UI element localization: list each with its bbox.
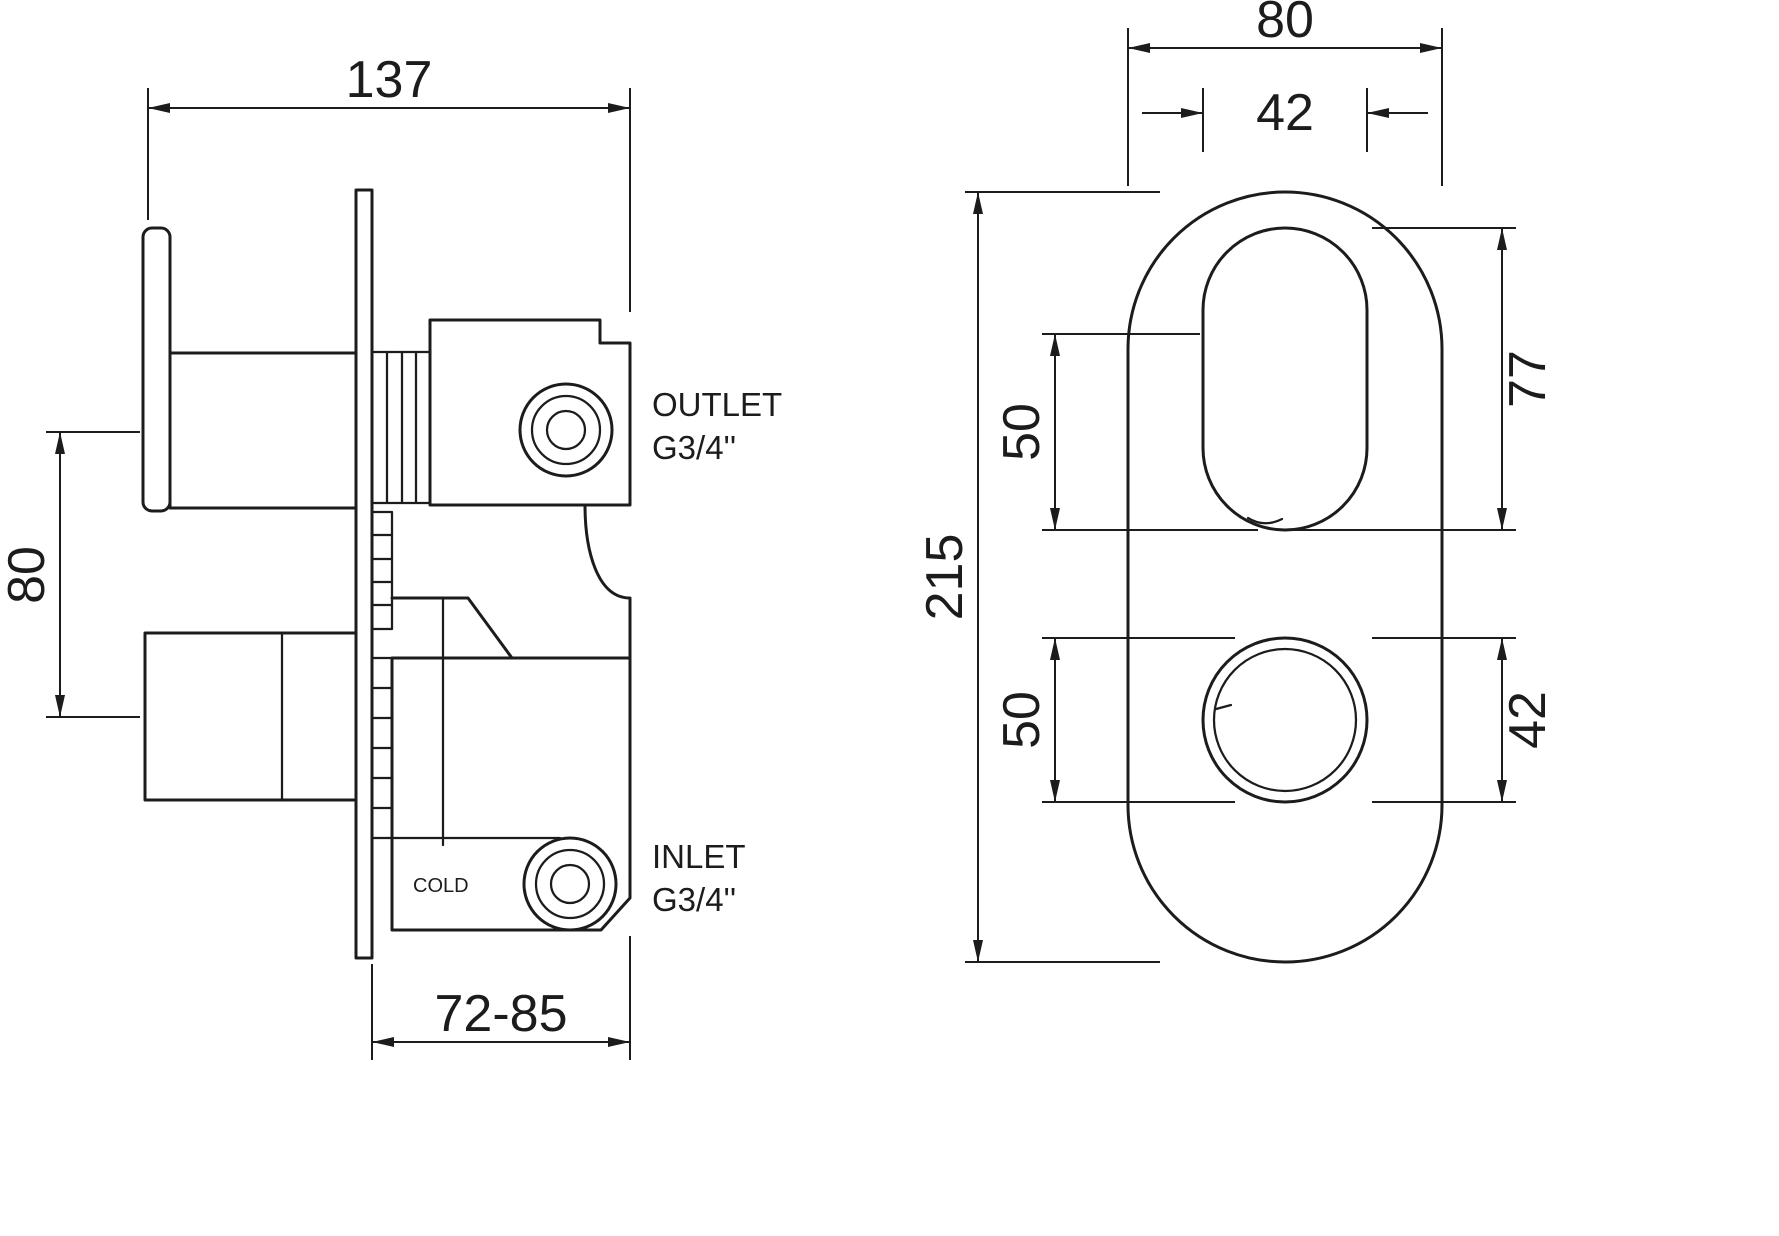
top-flange (370, 350, 432, 505)
face-plate-front (1126, 190, 1444, 964)
inlet-label-line1: INLET (652, 838, 746, 875)
dim-plate-width-label: 80 (1256, 0, 1314, 49)
outlet-label-line2: G3/4'' (652, 429, 736, 466)
top-lever-handle (141, 226, 358, 513)
inlet-port (522, 836, 618, 932)
dim-upper-offset-label: 50 (993, 403, 1051, 461)
dim-handle-spacing: 80 (0, 431, 140, 718)
dim-depth-range: 72-85 (371, 936, 631, 1060)
inlet-label: INLET G3/4'' (652, 838, 746, 918)
dim-opening-height: 77 (1292, 227, 1557, 531)
outlet-body-block (428, 318, 632, 507)
dim-depth-range-label: 72-85 (435, 985, 568, 1043)
outlet-label-line1: OUTLET (652, 386, 782, 423)
dim-knob-diameter-label: 42 (1499, 691, 1557, 749)
dim-opening-height-label: 77 (1499, 350, 1557, 408)
dim-plate-height-label: 215 (916, 534, 974, 621)
dim-knob-diameter: 42 (1372, 637, 1557, 803)
front-view: 80 42 215 50 50 (916, 0, 1557, 964)
dim-upper-offset: 50 (993, 333, 1258, 531)
inlet-label-line2: G3/4'' (652, 881, 736, 918)
dim-side-width-label: 137 (346, 51, 433, 109)
outlet-port (518, 382, 614, 478)
outlet-label: OUTLET G3/4'' (652, 386, 782, 466)
bottom-knob-side (143, 631, 358, 802)
cartridge-ridges (370, 510, 394, 631)
cold-marking-label: COLD (413, 875, 469, 897)
dim-plate-height: 215 (916, 191, 1160, 963)
side-view: COLD OUTLET G3/4'' INLET G3/4'' 137 80 (0, 51, 782, 1060)
body-fillet (583, 503, 632, 660)
dim-handle-spacing-label: 80 (0, 546, 56, 604)
dim-plate-width: 80 (1127, 0, 1443, 186)
upper-oval-opening (1201, 226, 1369, 532)
dim-opening-width-label: 42 (1256, 84, 1314, 142)
lower-round-knob (1201, 636, 1369, 804)
cartridge-cone (390, 596, 514, 660)
wall-plate-side (354, 188, 374, 960)
inlet-body-block (390, 656, 632, 932)
dim-lower-offset: 50 (993, 637, 1235, 803)
dim-side-width: 137 (147, 51, 631, 312)
dim-opening-width: 42 (1142, 84, 1428, 152)
lower-flange-ridges (370, 656, 394, 840)
dim-lower-offset-label: 50 (993, 691, 1051, 749)
